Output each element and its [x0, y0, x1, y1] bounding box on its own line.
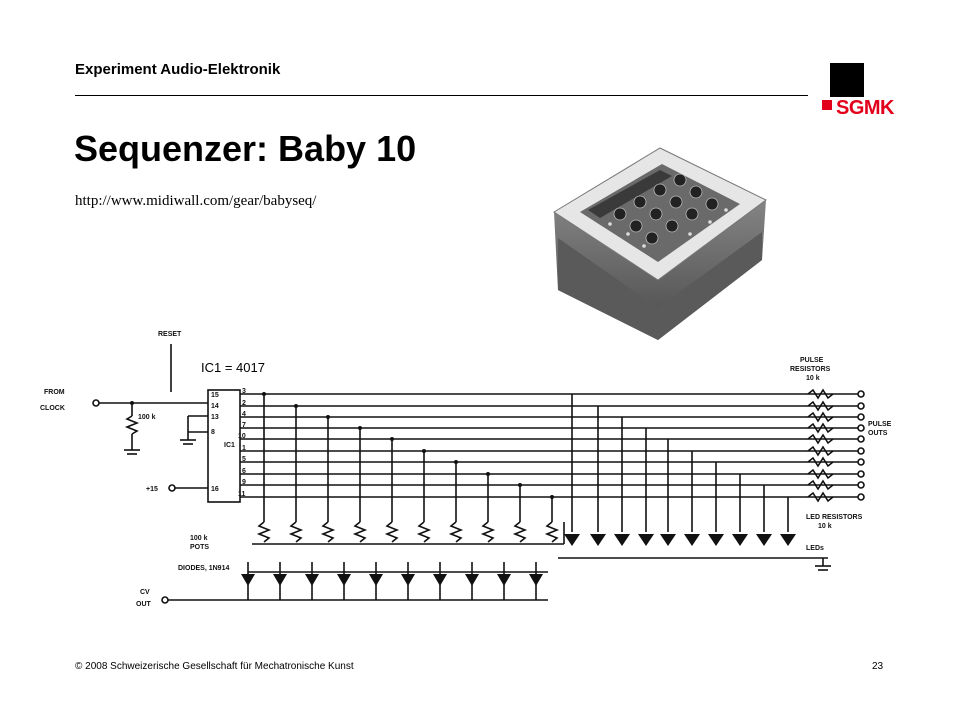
label-cv: CV [140, 589, 150, 596]
page-number: 23 [872, 661, 884, 672]
logo-text: SGMK [836, 97, 895, 119]
label-10k: 10 k [806, 375, 820, 382]
svg-text:2: 2 [242, 400, 246, 407]
svg-text:13: 13 [211, 414, 219, 421]
svg-text:16: 16 [211, 486, 219, 493]
label-pots-2: POTS [190, 544, 209, 551]
label-clock: CLOCK [40, 405, 65, 412]
label-leds: LEDs [806, 545, 824, 552]
label-reset: RESET [158, 331, 182, 338]
footer-copyright: © 2008 Schweizerische Gesellschaft für M… [75, 661, 354, 672]
svg-text:7: 7 [242, 422, 246, 429]
svg-text:8: 8 [211, 429, 215, 436]
device-photo [553, 147, 767, 340]
svg-text:9: 9 [242, 479, 246, 486]
label-pulse-outs-2: OUTS [868, 430, 888, 437]
label-pulse-outs-1: PULSE [868, 421, 892, 428]
header-title: Experiment Audio-Elektronik [75, 61, 281, 78]
svg-text:5: 5 [242, 456, 246, 463]
svg-text:1: 1 [242, 445, 246, 452]
svg-text:6: 6 [242, 468, 246, 475]
source-url[interactable]: http://www.midiwall.com/gear/babyseq/ [75, 193, 317, 209]
svg-text:10: 10 [238, 433, 246, 440]
label-plus15: +15 [146, 486, 158, 493]
svg-text:15: 15 [211, 392, 219, 399]
svg-text:4: 4 [242, 411, 246, 418]
page-title: Sequenzer: Baby 10 [74, 128, 417, 169]
label-diodes: DIODES, 1N914 [178, 565, 229, 572]
label-led-10k: 10 k [818, 523, 832, 530]
svg-text:14: 14 [211, 403, 219, 410]
svg-text:11: 11 [238, 491, 246, 498]
schematic-diagram: RESET FROM CLOCK 100 k +15 IC1 15 14 13 … [40, 331, 892, 608]
logo-square [830, 63, 864, 97]
svg-text:3: 3 [242, 388, 246, 395]
label-100k: 100 k [138, 414, 156, 421]
header-divider [75, 95, 808, 96]
label-resistors: RESISTORS [790, 366, 831, 373]
label-from: FROM [44, 389, 65, 396]
label-led-resistors: LED RESISTORS [806, 514, 863, 521]
logo-accent [822, 100, 832, 110]
label-pulse: PULSE [800, 357, 824, 364]
ic-note: IC1 = 4017 [201, 360, 265, 375]
label-out: OUT [136, 601, 152, 608]
label-ic1: IC1 [224, 442, 235, 449]
label-pots-1: 100 k [190, 535, 208, 542]
